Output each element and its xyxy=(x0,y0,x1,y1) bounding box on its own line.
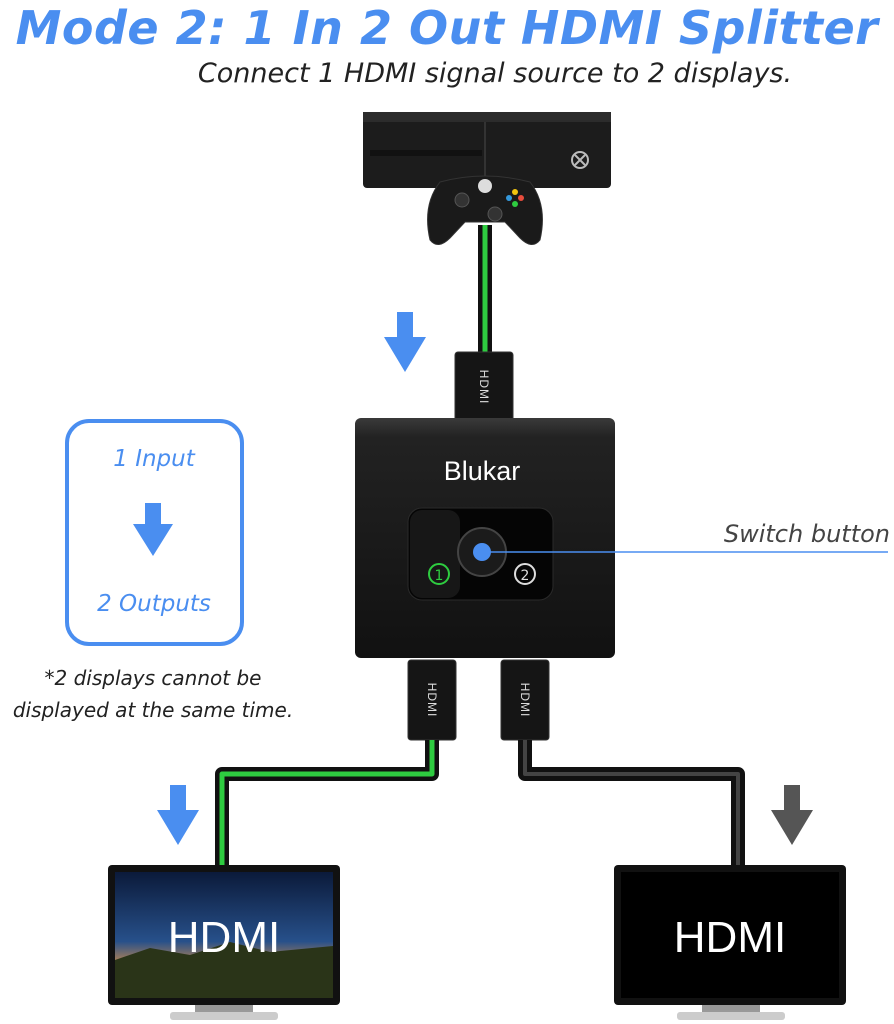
output-cable-2 xyxy=(518,740,745,868)
monitor-icon: HDMI xyxy=(614,865,846,1020)
port-1-number: 1 xyxy=(435,568,444,584)
splitter-device: Blukar xyxy=(355,418,615,658)
controller-icon xyxy=(427,175,543,245)
game-console-icon xyxy=(363,112,611,188)
monitor-icon: HDMI xyxy=(108,865,340,1020)
flow-box xyxy=(65,419,244,646)
switch-button-label: Switch button xyxy=(723,520,890,548)
flow-box-output-label: 2 Outputs xyxy=(97,591,211,617)
input-connector: HDMI xyxy=(454,351,514,423)
right-display-text: HDMI xyxy=(674,913,786,962)
display-note-line-1: *2 displays cannot be xyxy=(44,666,262,690)
display-note-line-2: displayed at the same time. xyxy=(12,698,294,722)
down-arrow-icon xyxy=(771,785,813,845)
output-connector-2: HDMI xyxy=(500,659,550,741)
output-connector-1-label: HDMI xyxy=(425,683,439,718)
port-2-number: 2 xyxy=(521,568,530,584)
flow-box-input-label: 1 Input xyxy=(113,446,195,472)
port-1-indicator: 1 xyxy=(428,563,450,585)
output-connector-1: HDMI xyxy=(407,659,457,741)
output-connector-2-label: HDMI xyxy=(518,683,532,718)
device-brand: Blukar xyxy=(444,456,521,486)
display-note: *2 displays cannot be displayed at the s… xyxy=(0,662,306,726)
left-display-text: HDMI xyxy=(168,913,280,962)
input-connector-label: HDMI xyxy=(477,370,491,405)
down-arrow-icon xyxy=(133,503,173,556)
down-arrow-icon xyxy=(157,785,199,845)
page-subtitle: Connect 1 HDMI signal source to 2 displa… xyxy=(197,58,793,89)
page-title: Mode 2: 1 In 2 Out HDMI Splitter xyxy=(15,1,879,55)
output-cable-1 xyxy=(215,740,439,868)
port-2-indicator: 2 xyxy=(514,563,536,585)
down-arrow-icon xyxy=(384,312,426,372)
